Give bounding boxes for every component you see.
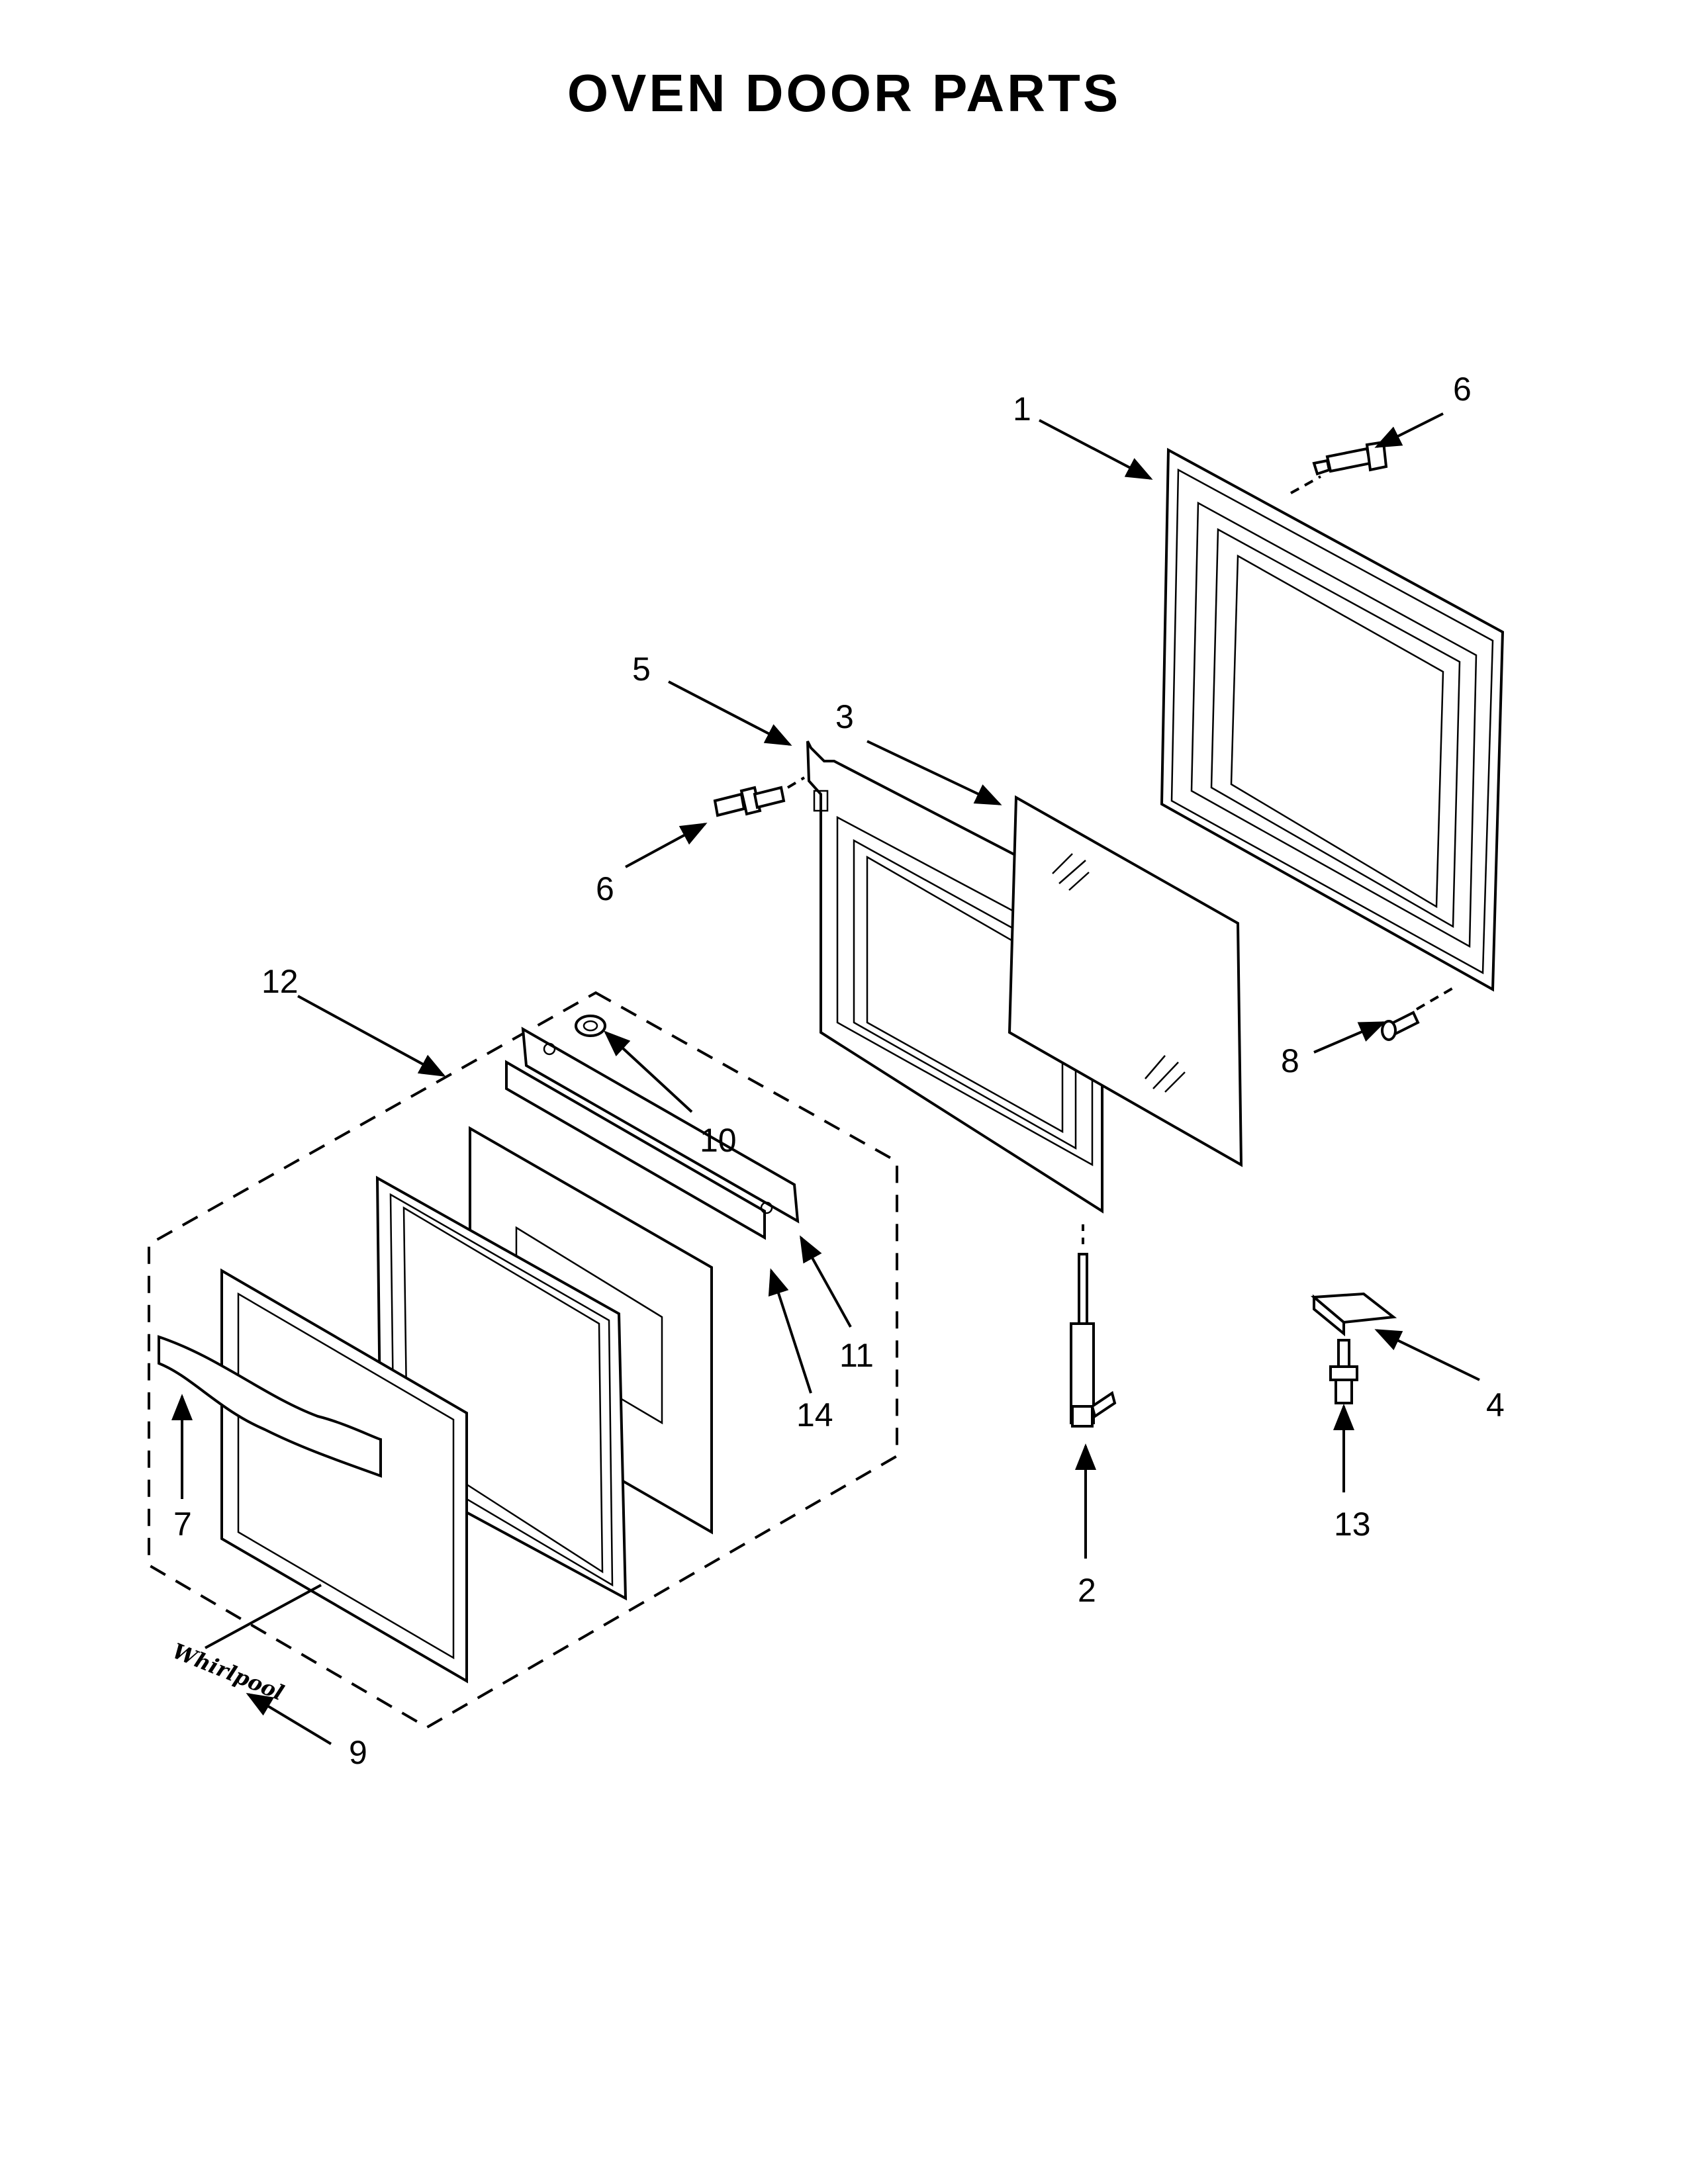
door-support-bracket[interactable] <box>521 1026 800 1224</box>
callout-7: 7 <box>173 1506 192 1543</box>
door-bumper[interactable] <box>575 1015 606 1037</box>
brand-logo[interactable]: Whirlpool <box>169 1638 287 1706</box>
callout-2: 2 <box>1078 1572 1096 1609</box>
callout-6-top: 6 <box>1453 371 1472 408</box>
screw-left[interactable] <box>713 786 786 817</box>
door-bracket[interactable] <box>505 1060 766 1240</box>
callout-13: 13 <box>1334 1506 1371 1543</box>
hinge-receiver[interactable] <box>1310 1292 1397 1337</box>
door-hinge[interactable] <box>1070 1253 1117 1428</box>
callout-11: 11 <box>839 1337 874 1374</box>
outer-door-panel[interactable] <box>1160 447 1505 992</box>
door-seal-strip[interactable] <box>158 1335 382 1478</box>
callout-5: 5 <box>632 651 651 688</box>
callout-1: 1 <box>1013 390 1031 428</box>
callout-4: 4 <box>1486 1387 1505 1424</box>
callout-12: 12 <box>261 963 299 1000</box>
callout-9: 9 <box>349 1734 367 1771</box>
screw-top[interactable] <box>1312 440 1388 476</box>
callout-10: 10 <box>700 1122 737 1159</box>
outer-glass-panel[interactable] <box>220 1268 468 1684</box>
inner-glass-panel[interactable] <box>1008 795 1243 1167</box>
svg-text:Whirlpool: Whirlpool <box>169 1638 287 1706</box>
callout-14: 14 <box>796 1396 833 1433</box>
door-plug[interactable] <box>1381 1011 1420 1041</box>
page-title: OVEN DOOR PARTS <box>567 64 1121 122</box>
inner-door-frame[interactable] <box>806 741 1121 1214</box>
callout-8: 8 <box>1281 1042 1299 1079</box>
callout-6-left: 6 <box>596 870 614 907</box>
callout-3: 3 <box>835 698 854 735</box>
screw-bottom[interactable] <box>1329 1339 1358 1404</box>
